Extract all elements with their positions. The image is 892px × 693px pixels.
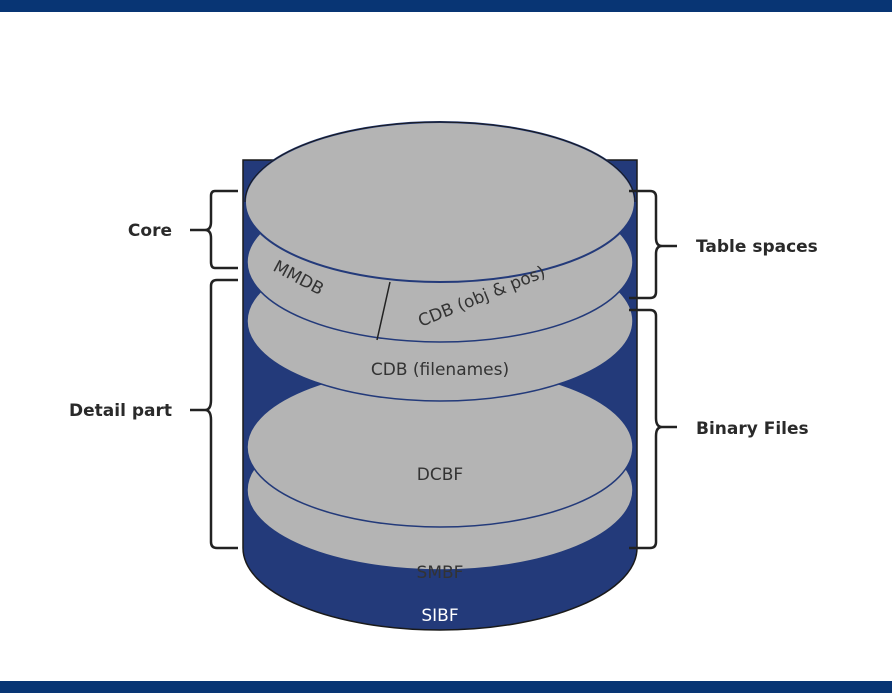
footer-bar (0, 681, 892, 693)
label-smbf: SMBF (417, 563, 464, 583)
label-table-spaces: Table spaces (696, 237, 818, 257)
mmdb-divider (376, 281, 391, 341)
bracket-detail-part (190, 278, 238, 550)
bracket-table-spaces (629, 189, 677, 300)
label-binary-files: Binary Files (696, 419, 809, 439)
label-core: Core (128, 221, 172, 241)
disk-top (244, 121, 636, 283)
bracket-binary-files (629, 308, 677, 550)
bracket-core (190, 189, 238, 270)
label-dcbf: DCBF (417, 465, 463, 485)
label-detail-part: Detail part (69, 401, 172, 421)
label-sibf: SIBF (421, 606, 458, 626)
header-bar (0, 0, 892, 12)
label-cdb-filenames: CDB (filenames) (371, 360, 509, 380)
